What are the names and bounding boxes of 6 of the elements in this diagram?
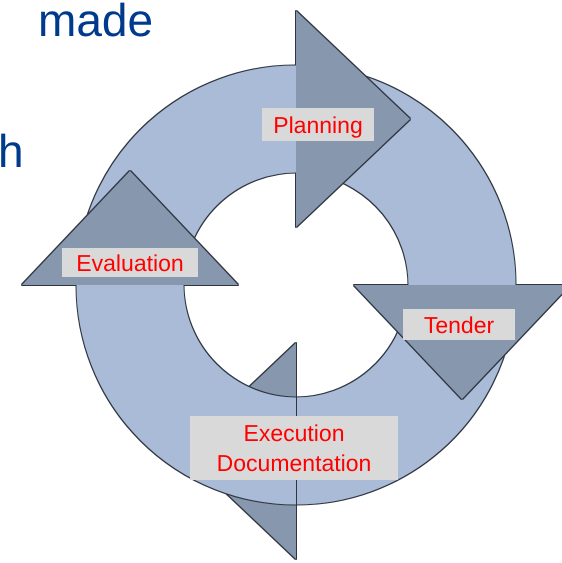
heading-fragment: h xyxy=(0,128,24,174)
step-label: Execution Documentation xyxy=(190,416,398,480)
step-label: Tender xyxy=(403,309,515,340)
heading-fragment: made xyxy=(38,0,154,43)
step-label: Evaluation xyxy=(62,248,198,277)
step-label: Planning xyxy=(262,108,374,141)
